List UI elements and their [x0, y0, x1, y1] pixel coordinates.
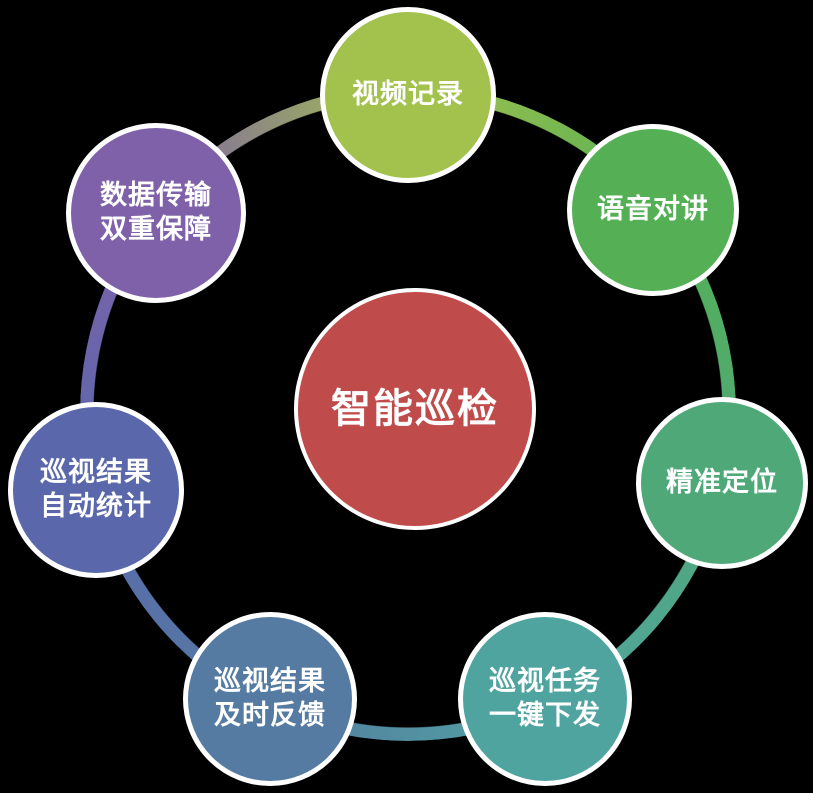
node-video-recording: 视频记录 — [320, 7, 496, 183]
node-result-statistics-label: 巡视结果 自动统计 — [40, 457, 152, 522]
node-task-dispatch-label: 巡视任务 一键下发 — [489, 666, 601, 731]
node-data-transmission-label: 数据传输 双重保障 — [100, 180, 212, 245]
node-data-transmission: 数据传输 双重保障 — [66, 123, 246, 303]
node-precise-positioning: 精准定位 — [636, 397, 808, 569]
node-result-statistics: 巡视结果 自动统计 — [8, 402, 184, 578]
node-result-feedback: 巡视结果 及时反馈 — [183, 612, 357, 786]
node-precise-positioning-label: 精准定位 — [666, 467, 778, 499]
node-voice-intercom: 语音对讲 — [567, 124, 739, 296]
node-task-dispatch: 巡视任务 一键下发 — [458, 612, 632, 786]
node-voice-intercom-label: 语音对讲 — [597, 194, 709, 226]
node-result-feedback-label: 巡视结果 及时反馈 — [214, 666, 326, 731]
node-video-recording-label: 视频记录 — [352, 79, 464, 111]
center-node-label: 智能巡检 — [331, 386, 499, 432]
center-node-smart-inspection: 智能巡检 — [294, 288, 536, 530]
